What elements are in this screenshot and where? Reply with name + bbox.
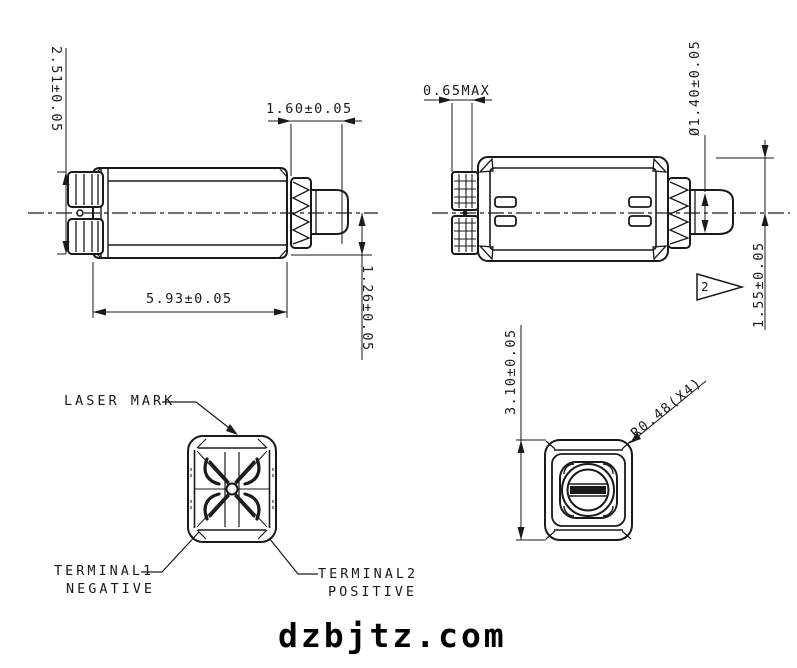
dim-shaft-length: 1.60±0.05	[266, 101, 353, 117]
label-terminal1: TERMINAL1	[54, 563, 155, 579]
label-terminal2-polarity: POSITIVE	[328, 584, 418, 600]
dim-terminal-thickness: 0.65MAX	[423, 83, 491, 99]
label-terminal1-polarity: NEGATIVE	[66, 581, 156, 597]
side-view-right	[424, 96, 790, 330]
dim-terminal-height: 2.51±0.05	[48, 46, 64, 133]
label-laser-mark: LASER MARK	[64, 393, 176, 409]
dim-center-to-top: 1.55±0.05	[751, 241, 767, 328]
rear-view	[141, 401, 318, 575]
dim-center-to-bottom: 1.26±0.05	[359, 265, 375, 352]
label-terminal2: TERMINAL2	[318, 566, 419, 582]
dim-pin-diameter: Ø1.40±0.05	[687, 39, 703, 136]
front-view	[516, 325, 707, 541]
revision-flag-triangle	[696, 273, 745, 301]
flag-note-number: 2	[701, 279, 709, 294]
dim-face-height: 3.10±0.05	[503, 328, 519, 415]
watermark-text: dzbjtz.com	[278, 616, 507, 655]
dim-body-length: 5.93±0.05	[146, 291, 233, 307]
side-view-left	[28, 48, 378, 360]
